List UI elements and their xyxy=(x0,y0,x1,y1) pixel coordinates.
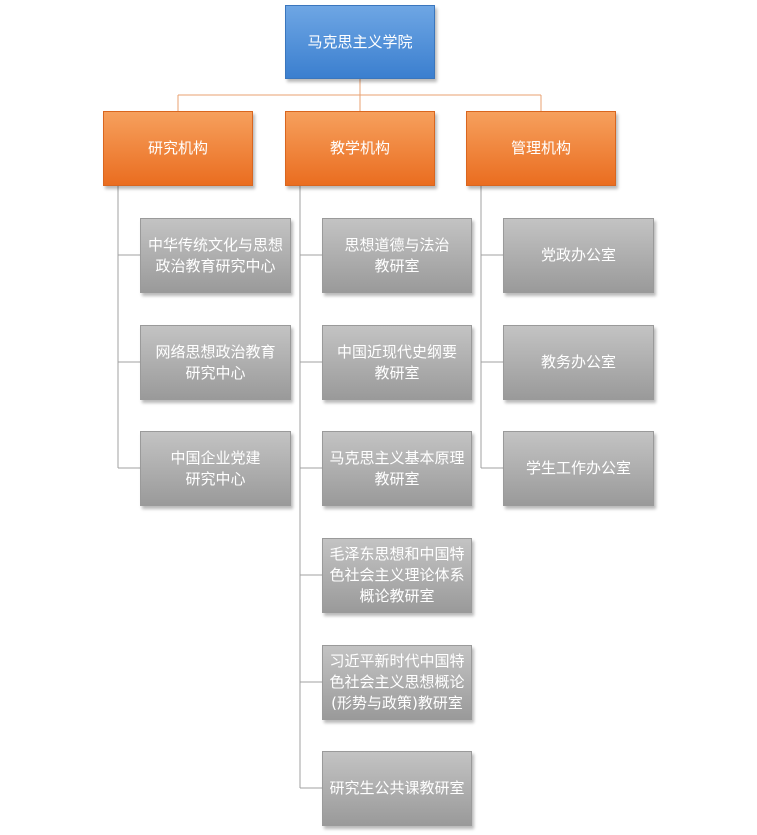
unit-management-1: 党政办公室 xyxy=(503,218,654,293)
unit-label: 中国企业党建 研究中心 xyxy=(170,448,261,488)
unit-management-3: 学生工作办公室 xyxy=(503,431,654,506)
root-node: 马克思主义学院 xyxy=(285,5,435,79)
unit-research-2: 网络思想政治教育 研究中心 xyxy=(140,325,291,400)
category-research: 研究机构 xyxy=(103,111,253,186)
unit-label: 马克思主义基本原理 教研室 xyxy=(329,448,465,488)
unit-label: 研究生公共课教研室 xyxy=(329,779,465,797)
unit-teaching-6: 研究生公共课教研室 xyxy=(322,751,472,826)
category-management: 管理机构 xyxy=(466,111,616,186)
unit-label: 党政办公室 xyxy=(540,246,616,264)
unit-management-2: 教务办公室 xyxy=(503,325,654,400)
category-label: 研究机构 xyxy=(147,139,208,157)
unit-label: 思想道德与法治 教研室 xyxy=(344,235,450,275)
unit-research-1: 中华传统文化与思想 政治教育研究中心 xyxy=(140,218,291,293)
unit-label: 网络思想政治教育 研究中心 xyxy=(155,342,276,382)
unit-label: 习近平新时代中国特 色社会主义思想概论 (形势与政策)教研室 xyxy=(329,652,465,712)
unit-teaching-4: 毛泽东思想和中国特 色社会主义理论体系 概论教研室 xyxy=(322,538,472,613)
unit-teaching-1: 思想道德与法治 教研室 xyxy=(322,218,472,293)
unit-label: 中国近现代史纲要 教研室 xyxy=(336,342,457,382)
unit-research-3: 中国企业党建 研究中心 xyxy=(140,431,291,506)
root-label: 马克思主义学院 xyxy=(307,32,413,51)
unit-label: 教务办公室 xyxy=(540,353,616,371)
category-label: 教学机构 xyxy=(329,139,390,157)
unit-teaching-3: 马克思主义基本原理 教研室 xyxy=(322,431,472,506)
unit-label: 中华传统文化与思想 政治教育研究中心 xyxy=(147,235,283,275)
unit-teaching-5: 习近平新时代中国特 色社会主义思想概论 (形势与政策)教研室 xyxy=(322,645,472,720)
unit-teaching-2: 中国近现代史纲要 教研室 xyxy=(322,325,472,400)
category-teaching: 教学机构 xyxy=(285,111,435,186)
unit-label: 毛泽东思想和中国特 色社会主义理论体系 概论教研室 xyxy=(329,545,465,605)
unit-label: 学生工作办公室 xyxy=(525,459,631,477)
category-label: 管理机构 xyxy=(510,139,571,157)
